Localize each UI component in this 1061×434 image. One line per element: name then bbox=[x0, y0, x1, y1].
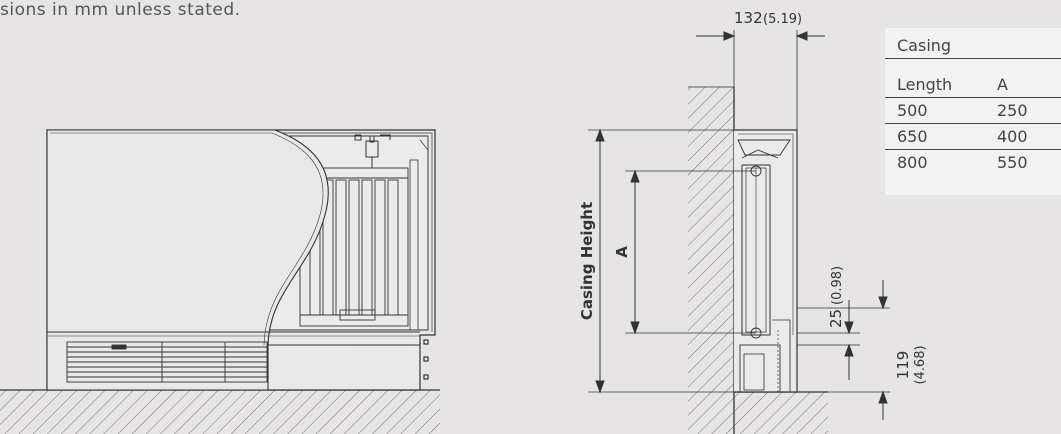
casing-length-table: Casing Length A 500 250 650 400 800 550 bbox=[885, 28, 1061, 195]
table-cell-a: 550 bbox=[997, 153, 1028, 172]
table-header-length: Length bbox=[897, 75, 953, 94]
front-floor-hatch bbox=[0, 390, 440, 434]
dimensions-note: sions in mm unless stated. bbox=[0, 0, 241, 20]
side-casing bbox=[734, 129, 798, 393]
depth-dim-imperial: (5.19) bbox=[763, 12, 802, 27]
table-header-row: Length A bbox=[885, 72, 1061, 98]
table-row: 500 250 bbox=[885, 98, 1061, 124]
a-dim-label: A bbox=[613, 246, 631, 258]
table-cell-length: 800 bbox=[897, 153, 928, 172]
table-row: 800 550 bbox=[885, 150, 1061, 175]
table-row: 650 400 bbox=[885, 124, 1061, 150]
side-radiator bbox=[741, 164, 771, 336]
table-cell-length: 500 bbox=[897, 101, 928, 120]
wall-hatch bbox=[688, 87, 734, 434]
side-section-view bbox=[588, 30, 890, 434]
dimension-lines bbox=[595, 31, 888, 420]
right-plinth bbox=[268, 344, 421, 390]
depth-dim-value: 132 bbox=[734, 9, 763, 27]
table-cell-length: 650 bbox=[897, 127, 928, 146]
side-bracket bbox=[409, 159, 419, 331]
valve-top bbox=[354, 134, 391, 168]
table-title-row: Casing bbox=[885, 33, 1061, 59]
front-grille bbox=[66, 341, 268, 383]
table-title: Casing bbox=[897, 36, 952, 55]
table-header-a: A bbox=[997, 75, 1008, 94]
gap-dim-imperial: (0.98) bbox=[830, 266, 845, 305]
table-cell-a: 400 bbox=[997, 127, 1028, 146]
side-floor-hatch bbox=[734, 392, 828, 434]
side-top-hood bbox=[737, 139, 791, 156]
gap-dim-value: 25 bbox=[827, 309, 845, 328]
side-plinth bbox=[739, 344, 781, 393]
front-view-heater bbox=[0, 129, 440, 434]
casing-height-label: Casing Height bbox=[578, 202, 596, 320]
floor-dim-value: 119 bbox=[894, 351, 912, 380]
table-cell-a: 250 bbox=[997, 101, 1028, 120]
floor-dim-imperial: (4.68) bbox=[913, 345, 928, 384]
front-wave-panel bbox=[46, 129, 329, 391]
